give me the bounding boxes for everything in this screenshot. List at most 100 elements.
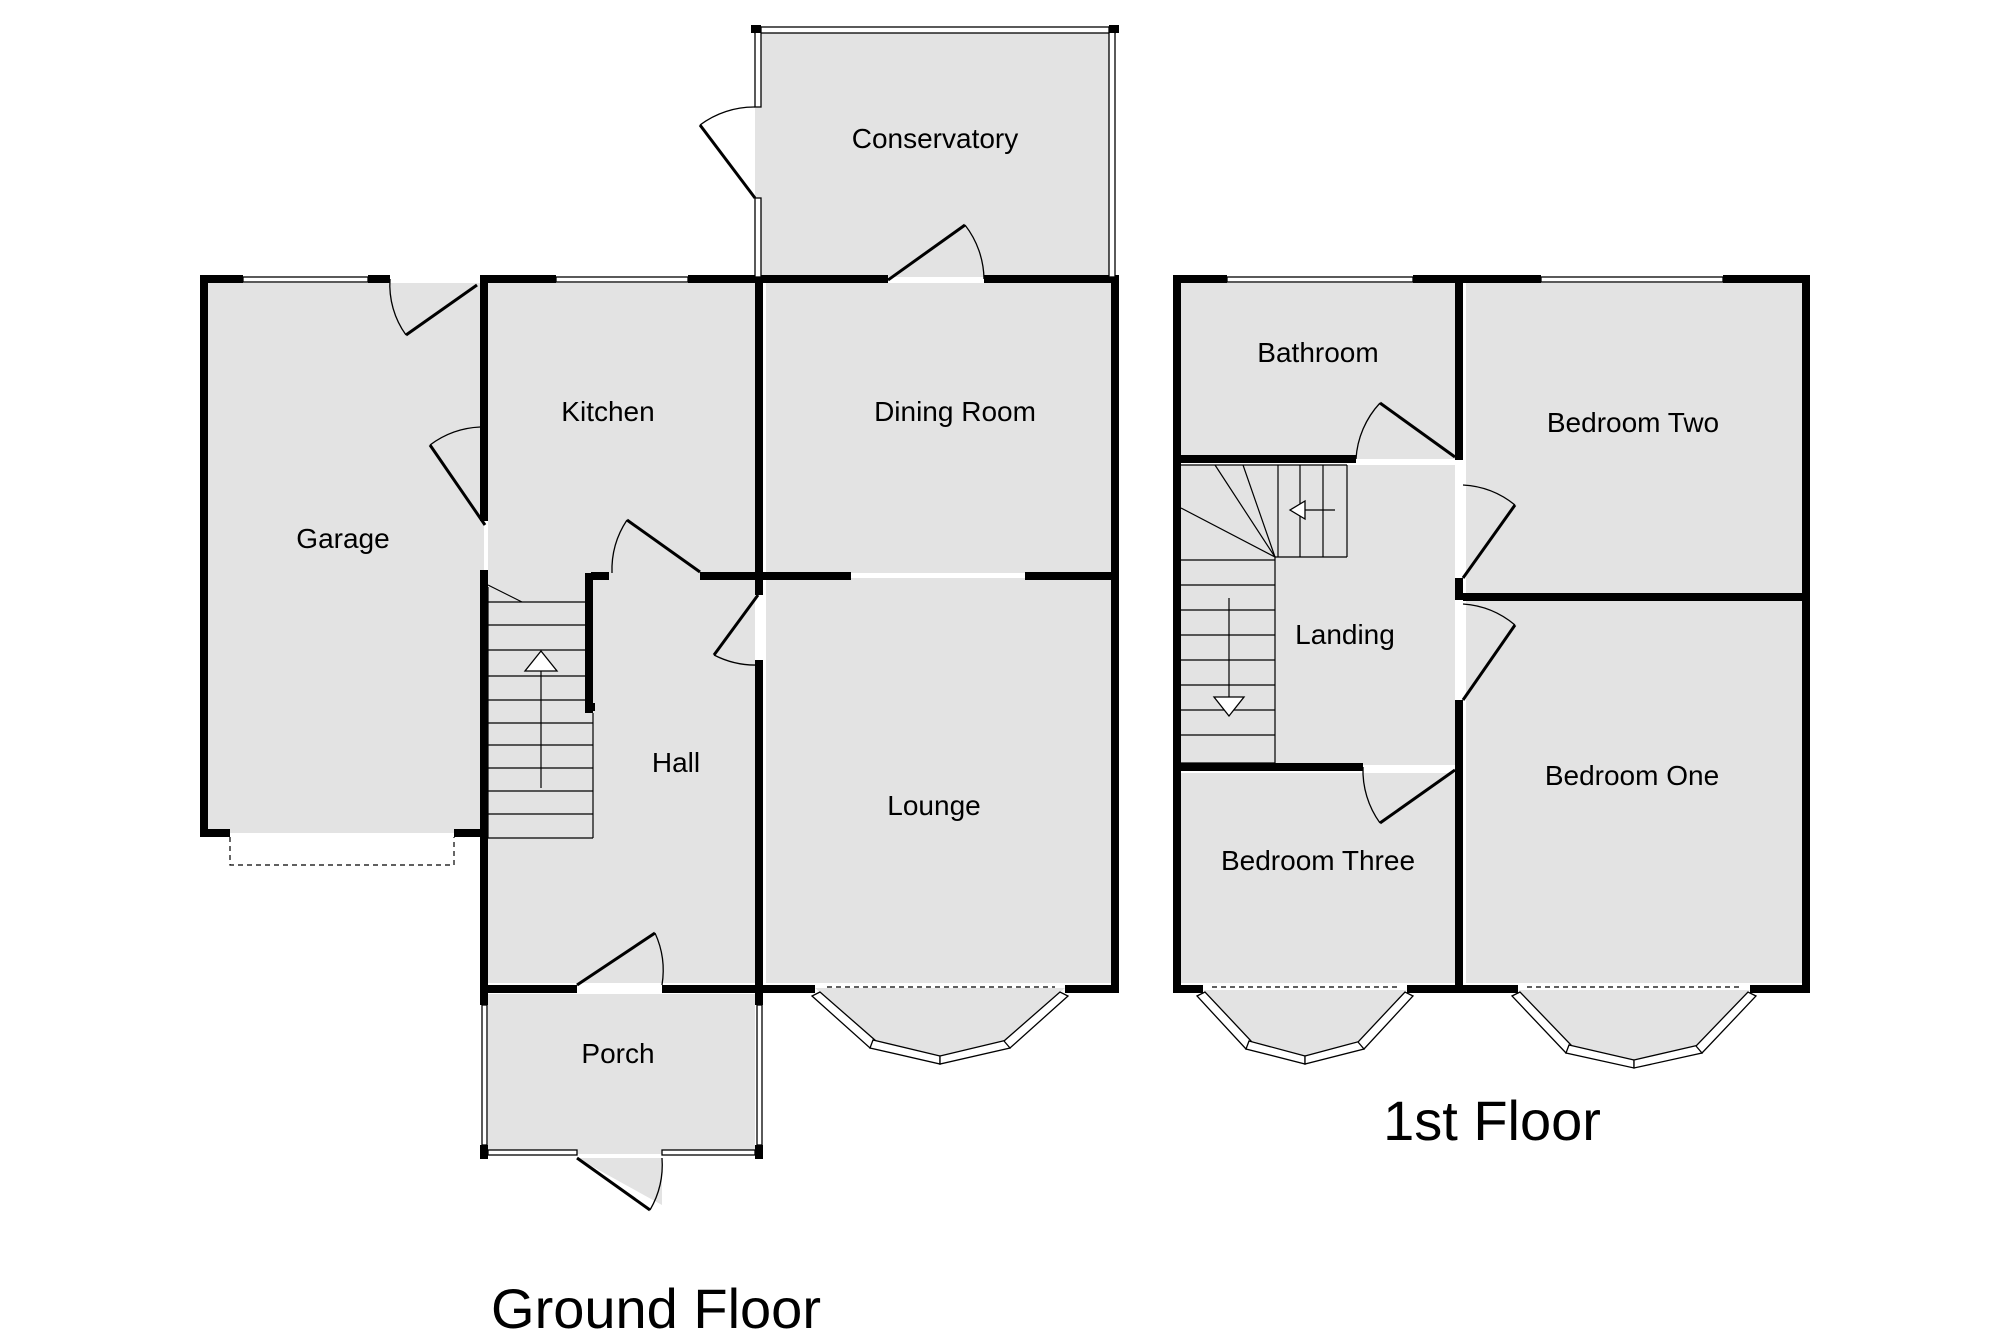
window (754, 26, 762, 108)
bathroom-fill (1181, 283, 1455, 459)
wall (1455, 765, 1463, 993)
wall (480, 985, 488, 1005)
door (698, 124, 757, 199)
bedroom-one-fill (1466, 601, 1802, 983)
window (661, 1149, 756, 1156)
wall (1025, 572, 1115, 580)
ground-floor-plan: Conservatory Garage Kitchen Dining Room … (200, 25, 1119, 1333)
wall (688, 275, 888, 283)
room-label-porch: Porch (581, 1038, 654, 1069)
wall (1109, 25, 1119, 33)
door (1461, 504, 1517, 579)
door (1461, 624, 1517, 701)
conservatory-fill (755, 31, 1115, 277)
wall (1173, 985, 1203, 993)
bedroom-three-fill (1181, 773, 1455, 983)
door-swing-arc (1362, 766, 1381, 824)
wall (454, 829, 484, 837)
garage-fill (206, 283, 484, 833)
bedroom-three-bay-window (1195, 986, 1415, 1065)
door-swing-arc (389, 278, 407, 336)
wall (480, 1145, 488, 1159)
stair-arrow-icon (1212, 696, 1246, 718)
window (754, 197, 762, 278)
room-label-bedroom-two: Bedroom Two (1547, 407, 1719, 438)
window (754, 26, 1116, 34)
wall (755, 572, 851, 580)
wall (591, 572, 609, 580)
room-label-bathroom: Bathroom (1257, 337, 1378, 368)
window (555, 276, 689, 283)
door-swing-arc (699, 106, 756, 126)
wall (1413, 275, 1541, 283)
wall (200, 275, 208, 837)
wall (480, 275, 556, 283)
floor-title-ground: Ground Floor (491, 1277, 821, 1333)
room-label-garage: Garage (296, 523, 389, 554)
wall (984, 275, 1115, 283)
lounge-fill (766, 578, 1111, 983)
door (576, 1156, 651, 1212)
wall (1455, 700, 1463, 770)
door-swing-arc (1355, 402, 1381, 460)
wall (755, 985, 763, 1005)
wall (480, 275, 488, 521)
window (1226, 276, 1414, 283)
wall (200, 275, 243, 283)
wall (662, 985, 815, 993)
room-label-lounge: Lounge (887, 790, 980, 821)
door (428, 444, 487, 526)
window (481, 1004, 488, 1146)
bedroom-one-bay-fill (1518, 990, 1750, 1062)
door (1379, 768, 1456, 825)
wall (1455, 578, 1463, 600)
wall (1173, 455, 1356, 463)
wall (1802, 275, 1810, 993)
wall (1173, 763, 1363, 771)
kitchen-fill (488, 283, 755, 573)
wall (1173, 275, 1227, 283)
wall (1173, 275, 1181, 993)
porch-fill (488, 994, 755, 1154)
wall (480, 570, 488, 990)
landing-fill (1181, 465, 1455, 765)
wall (1750, 985, 1810, 993)
ground-floor-staircase (487, 573, 595, 839)
door (576, 931, 656, 987)
room-label-conservatory: Conservatory (852, 123, 1019, 154)
wall (368, 275, 390, 283)
window (242, 276, 369, 283)
door-swing-arc (1462, 603, 1516, 626)
door-swing-arc (429, 426, 481, 446)
first-floor-plan: Bathroom Bedroom Two Landing Bedroom One… (1173, 275, 1810, 1152)
door-swing-arc (713, 654, 759, 666)
bedroom-one-bay-window (1510, 986, 1758, 1069)
wall (700, 572, 763, 580)
stair-arrow-icon (523, 649, 559, 672)
door (887, 223, 966, 282)
wall (755, 660, 763, 1000)
door-swing-arc (1462, 484, 1516, 506)
bedroom-three-bay-fill (1203, 990, 1407, 1058)
wall (1455, 280, 1463, 460)
door (626, 518, 701, 574)
window (1540, 276, 1724, 283)
wall (1407, 985, 1518, 993)
wall (1463, 593, 1810, 601)
window (487, 1149, 578, 1156)
stair-arrow-icon (1288, 499, 1306, 521)
window (1108, 26, 1116, 278)
door-swing-arc (611, 519, 628, 574)
wall (200, 829, 230, 837)
wall (755, 280, 763, 595)
room-label-bedroom-three: Bedroom Three (1221, 845, 1415, 876)
window (756, 1004, 763, 1146)
room-label-hall: Hall (652, 747, 700, 778)
door (405, 283, 478, 337)
room-label-kitchen: Kitchen (561, 396, 654, 427)
bedroom-two-fill (1466, 283, 1802, 593)
wall (1065, 985, 1115, 993)
porch-door-fill (577, 1158, 662, 1205)
door-swing-arc (964, 224, 985, 280)
